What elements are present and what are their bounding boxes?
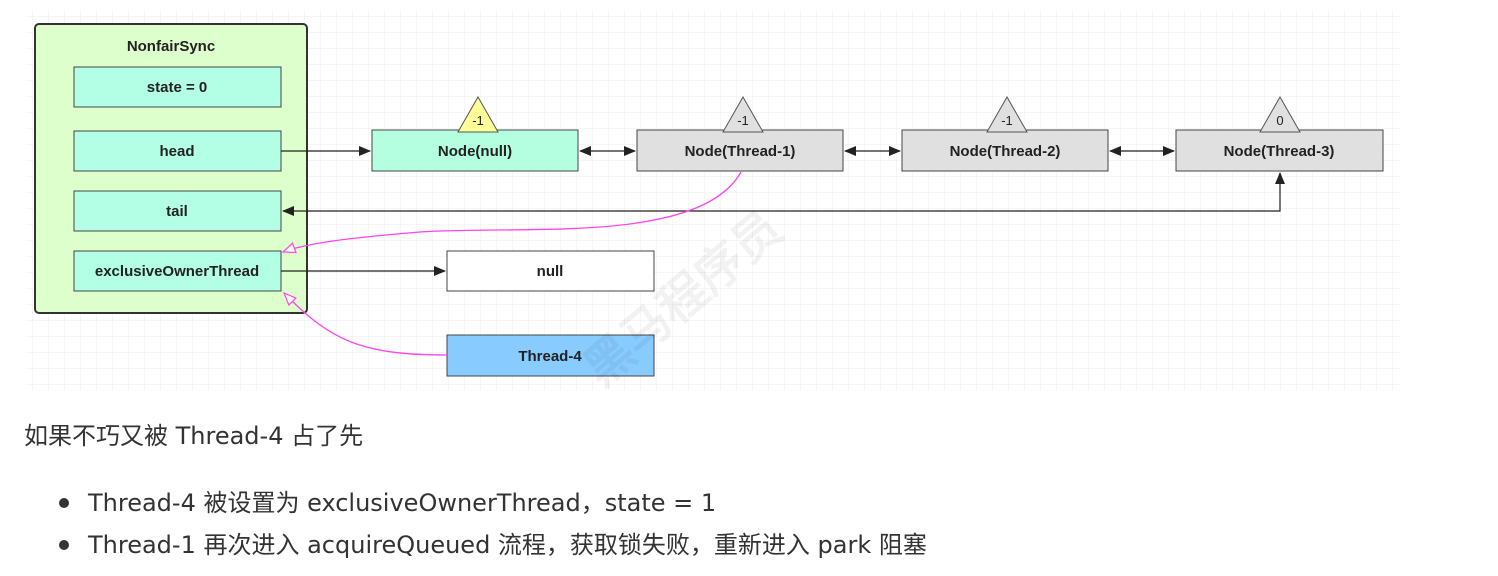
node-thread1-waitstatus: -1: [737, 113, 749, 128]
node-thread2-box: [901, 129, 1109, 172]
node-thread2-waitstatus-triangle: [986, 95, 1028, 133]
node-null-waitstatus-triangle: [457, 95, 499, 133]
tail-field-label: tail: [166, 203, 188, 220]
tail-to-node-thread3-arrow: [282, 172, 1285, 216]
owner-field-box: [73, 250, 282, 292]
node-null-box: [371, 129, 579, 172]
aqs-diagram: NonfairSync state = 0 head tail exclusiv…: [26, 10, 1400, 390]
node-thread3-label: Node(Thread-3): [1224, 143, 1335, 160]
explanation-text: 如果不巧又被 Thread-4 占了先 Thread-4 被设置为 exclus…: [24, 418, 1464, 566]
bullet-item: Thread-1 再次进入 acquireQueued 流程，获取锁失败，重新进…: [59, 524, 1464, 566]
node-null-label: Node(null): [438, 143, 512, 160]
head-field-label: head: [159, 143, 194, 160]
null-box-label: null: [537, 263, 564, 280]
nonfairsync-title: NonfairSync: [127, 38, 215, 55]
node-thread3-box: [1175, 129, 1384, 172]
node-thread3-waitstatus-triangle: [1259, 95, 1301, 133]
node-thread1-label: Node(Thread-1): [685, 143, 796, 160]
state-field-box: [73, 66, 282, 108]
state-field-label: state = 0: [147, 79, 207, 96]
tail-field-box: [73, 190, 282, 232]
node-thread2-waitstatus: -1: [1001, 113, 1013, 128]
owner-field-label: exclusiveOwnerThread: [95, 263, 259, 280]
node-thread3-waitstatus: 0: [1276, 113, 1283, 128]
thread4-to-owner-pink-arrow: [284, 293, 448, 356]
thread1-to-owner-pink-arrow: [283, 171, 742, 252]
bullet-list: Thread-4 被设置为 exclusiveOwnerThread，state…: [24, 482, 1464, 566]
intro-paragraph: 如果不巧又被 Thread-4 占了先: [24, 422, 364, 450]
null-box: [446, 250, 655, 292]
node-thread2-label: Node(Thread-2): [950, 143, 1061, 160]
bullet-item: Thread-4 被设置为 exclusiveOwnerThread，state…: [59, 482, 1464, 524]
thread4-label: Thread-4: [518, 348, 582, 365]
node-null-waitstatus: -1: [472, 113, 484, 128]
node-thread1-waitstatus-triangle: [722, 95, 764, 133]
